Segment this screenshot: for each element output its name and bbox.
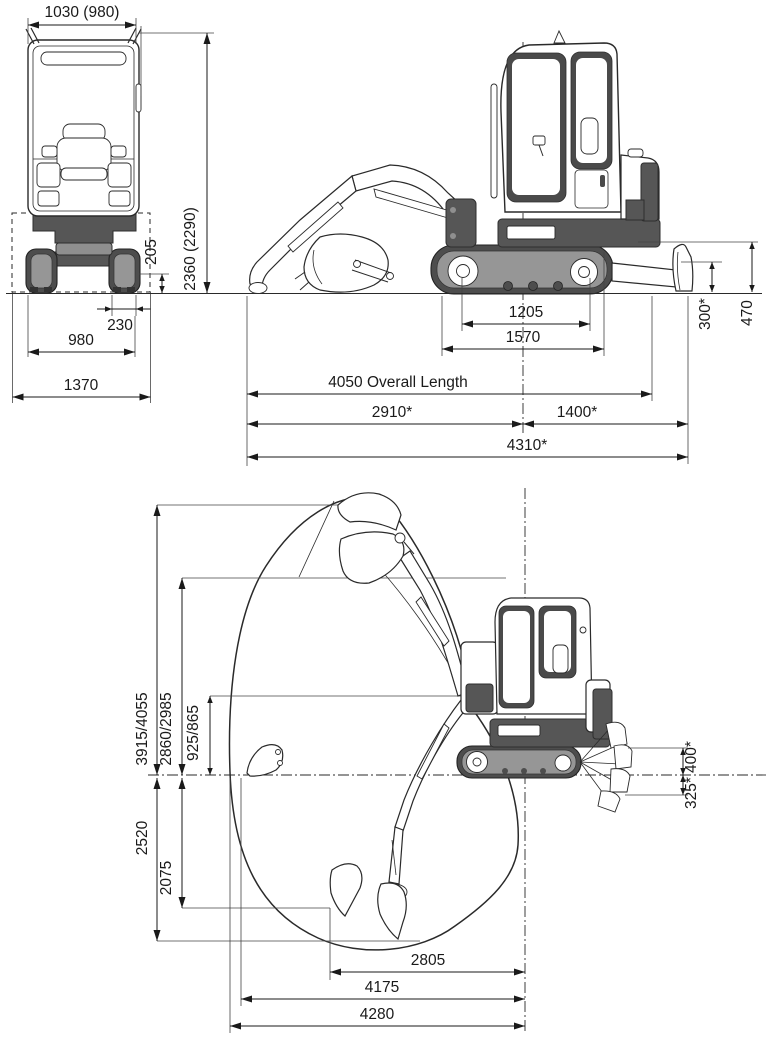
dim-blade-lower: 325* xyxy=(683,777,700,809)
machine-lower xyxy=(456,597,613,779)
dim-front-length: 2910* xyxy=(372,404,413,421)
dim-blade-raise: 400* xyxy=(683,741,700,773)
dim-blade-height: 300* xyxy=(697,298,714,330)
side-dims: 1205 1570 300* 470 4050 Overall Length 2… xyxy=(246,241,758,466)
cab-window-frame xyxy=(32,45,135,212)
seat xyxy=(41,123,127,181)
swivel-base xyxy=(55,242,113,256)
swing-post xyxy=(445,198,477,248)
body-panel xyxy=(506,225,556,240)
dim-track-length: 1570 xyxy=(506,329,541,346)
dim-max-dumping-height: 2860/2985 xyxy=(158,692,175,765)
dim-max-cutting-height: 3915/4055 xyxy=(134,692,151,765)
dim-max-digging-depth: 2520 xyxy=(134,820,151,855)
door-lower xyxy=(574,169,609,209)
working-range: 3915/4055 2860/2985 925/865 2520 2075 40… xyxy=(134,488,766,1033)
bucket-bottom xyxy=(377,882,407,941)
dim-overall-length: 4050 Overall Length xyxy=(328,374,468,391)
dim-rear-length: 1400* xyxy=(557,404,598,421)
dim-blade-width: 1370 xyxy=(64,377,99,394)
cab-side xyxy=(490,29,622,213)
dim-track-gauge: 980 xyxy=(68,332,94,349)
dim-track-shoe: 230 xyxy=(107,317,133,334)
handrails xyxy=(25,27,142,45)
dim-tumbler-distance: 1205 xyxy=(509,304,543,321)
range-dims: 3915/4055 2860/2985 925/865 2520 2075 40… xyxy=(134,505,700,1033)
bucket-top-dump xyxy=(337,492,402,531)
roof-beacon xyxy=(553,29,566,44)
blade-side xyxy=(611,243,694,292)
boom-folded xyxy=(248,164,460,294)
rear-view: 1030 (980) 2360 (2290) 205 230 980 1370 xyxy=(11,4,214,403)
track-right-rear xyxy=(108,248,141,294)
engine-cover xyxy=(620,148,660,222)
bucket-depth xyxy=(329,863,363,917)
dim-overall-height: 2360 (2290) xyxy=(182,207,199,291)
joystick xyxy=(532,135,546,146)
bucket-top-curl xyxy=(338,531,405,584)
track-left-rear xyxy=(25,248,58,294)
dim-floor-digging-reach: 2805 xyxy=(411,952,445,969)
bucket-ground-reach xyxy=(246,744,284,777)
arm-raised xyxy=(298,492,469,697)
dim-min-dumping-height: 925/865 xyxy=(185,705,202,761)
track-side xyxy=(430,244,614,295)
dim-overall-length-blade: 4310* xyxy=(507,437,548,454)
dim-max-digging-reach: 4280 xyxy=(360,1006,395,1023)
door-hinge xyxy=(135,83,142,113)
dim-overall-width: 1030 (980) xyxy=(45,4,120,21)
arm-lowered xyxy=(377,699,468,941)
dim-vertical-digging-depth: 2075 xyxy=(158,861,175,895)
side-view: 1205 1570 300* 470 4050 Overall Length 2… xyxy=(246,29,758,466)
dim-digging-reach-ground: 4175 xyxy=(365,979,399,996)
lower-panels xyxy=(36,162,132,207)
dim-blade-carry-height: 470 xyxy=(739,300,756,326)
bucket-side xyxy=(303,233,389,293)
door-handle xyxy=(600,175,605,187)
rear-dims: 1030 (980) 2360 (2290) 205 230 980 1370 xyxy=(12,4,214,403)
seat-side xyxy=(580,117,599,155)
roof-vent xyxy=(40,51,127,66)
dim-ground-clearance: 205 xyxy=(143,239,160,265)
front-handrail xyxy=(490,83,498,199)
blade-fan xyxy=(579,721,633,813)
